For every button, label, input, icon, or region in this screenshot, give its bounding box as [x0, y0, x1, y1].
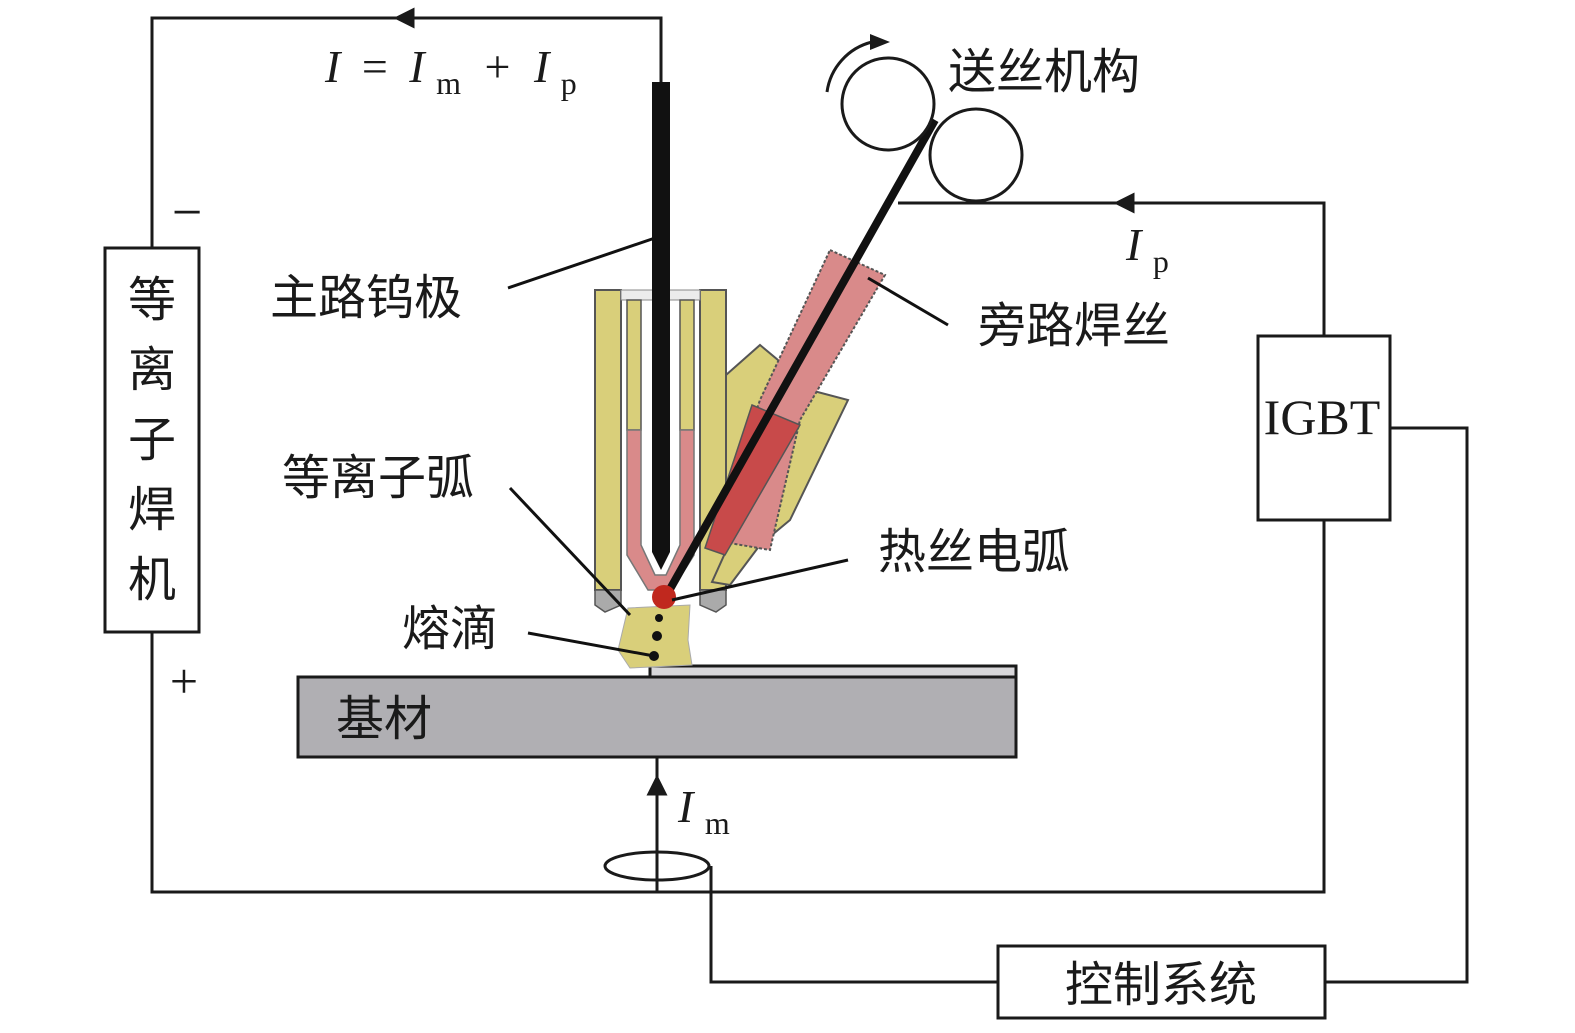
top-wire: [150, 16, 663, 248]
label-plasma-arc: 等离子弧: [282, 450, 474, 506]
hot-wire-arc: [652, 585, 676, 609]
leader-main-tungsten: [507, 236, 656, 290]
nozzle-tip-left: [594, 589, 622, 613]
sensor-wire: [709, 866, 998, 984]
eq-term2: I: [533, 41, 552, 92]
feed-roller-top: [840, 56, 936, 152]
rotation-arc: [825, 40, 873, 93]
wire-feeder: 送丝机构: [825, 34, 1140, 203]
eq-term1: I: [408, 41, 427, 92]
wire-feeder-label: 送丝机构: [948, 44, 1140, 100]
plus-terminal: +: [170, 653, 198, 709]
eq-term2-sub: p: [561, 65, 577, 101]
plasma-welder-box: [103, 246, 201, 634]
label-droplet: 熔滴: [402, 601, 498, 657]
substrate: 基材: [296, 664, 1018, 759]
substrate-plate: [296, 675, 1018, 759]
current-ip-label: I p: [1125, 219, 1169, 279]
plasma-welder-label-1: 离: [128, 342, 176, 398]
droplet-1: [655, 614, 663, 622]
plasma-welder: 等 离 子 焊 机 − +: [103, 182, 202, 709]
plasma-welder-label-4: 机: [128, 552, 176, 608]
annotations: 主路钨极 等离子弧 熔滴 旁路焊丝 热丝电弧: [270, 236, 1170, 658]
eq-plus: +: [485, 41, 511, 92]
igbt-label: IGBT: [1264, 389, 1381, 445]
leader-droplet: [527, 631, 655, 658]
deposit-layer: [648, 664, 1018, 679]
inner-sleeve-left: [626, 299, 642, 431]
im-sub: m: [705, 805, 730, 841]
igbt-box: [1256, 334, 1392, 522]
outer-nozzle-left: [594, 289, 622, 591]
eq-lhs: I: [324, 41, 343, 92]
plasma-welder-label-3: 焊: [128, 482, 176, 538]
minus-terminal: −: [172, 182, 202, 242]
current-sensor-icon: [603, 850, 711, 882]
eq-equals: =: [362, 41, 388, 92]
left-bottom-wire: [150, 520, 1326, 894]
substrate-label: 基材: [336, 691, 432, 747]
current-im-label: I m: [677, 781, 730, 841]
control-system-box: [996, 944, 1327, 1020]
label-bypass-wire: 旁路焊丝: [978, 298, 1170, 354]
svg-text:I = I m: I = I m + I p: [324, 41, 577, 104]
im-main: I: [677, 781, 696, 832]
main-circuit: [150, 7, 1469, 984]
plasma-welder-label-0: 等: [128, 272, 176, 328]
ip-main: I: [1125, 219, 1144, 270]
plasma-torch: [594, 82, 939, 669]
droplet-2: [652, 631, 662, 641]
plasma-welder-label-2: 子: [128, 412, 176, 468]
igbt: IGBT: [1256, 334, 1392, 522]
tungsten-electrode: [652, 82, 670, 552]
constricting-nozzle: [626, 429, 695, 591]
filler-wire: [661, 118, 939, 600]
bypass-wire-circuit: [898, 201, 1326, 336]
leader-plasma-arc: [508, 486, 632, 617]
current-equation: I = I m + I p: [324, 41, 577, 104]
control-wire: [1325, 426, 1469, 984]
electrode-tip: [652, 552, 670, 570]
inner-sleeve-right: [679, 299, 695, 431]
ip-sub: p: [1153, 243, 1169, 279]
label-hot-wire-arc: 热丝电弧: [878, 524, 1070, 580]
eq-term1-sub: m: [436, 65, 461, 101]
control-system: 控制系统: [996, 944, 1327, 1020]
leader-hot-wire-arc: [671, 558, 849, 602]
feed-roller-bottom: [928, 107, 1024, 203]
control-system-label: 控制系统: [1065, 957, 1257, 1013]
rotation-arrow-icon: [870, 34, 890, 50]
label-main-tungsten: 主路钨极: [270, 270, 462, 326]
leader-bypass-wire: [867, 276, 949, 327]
